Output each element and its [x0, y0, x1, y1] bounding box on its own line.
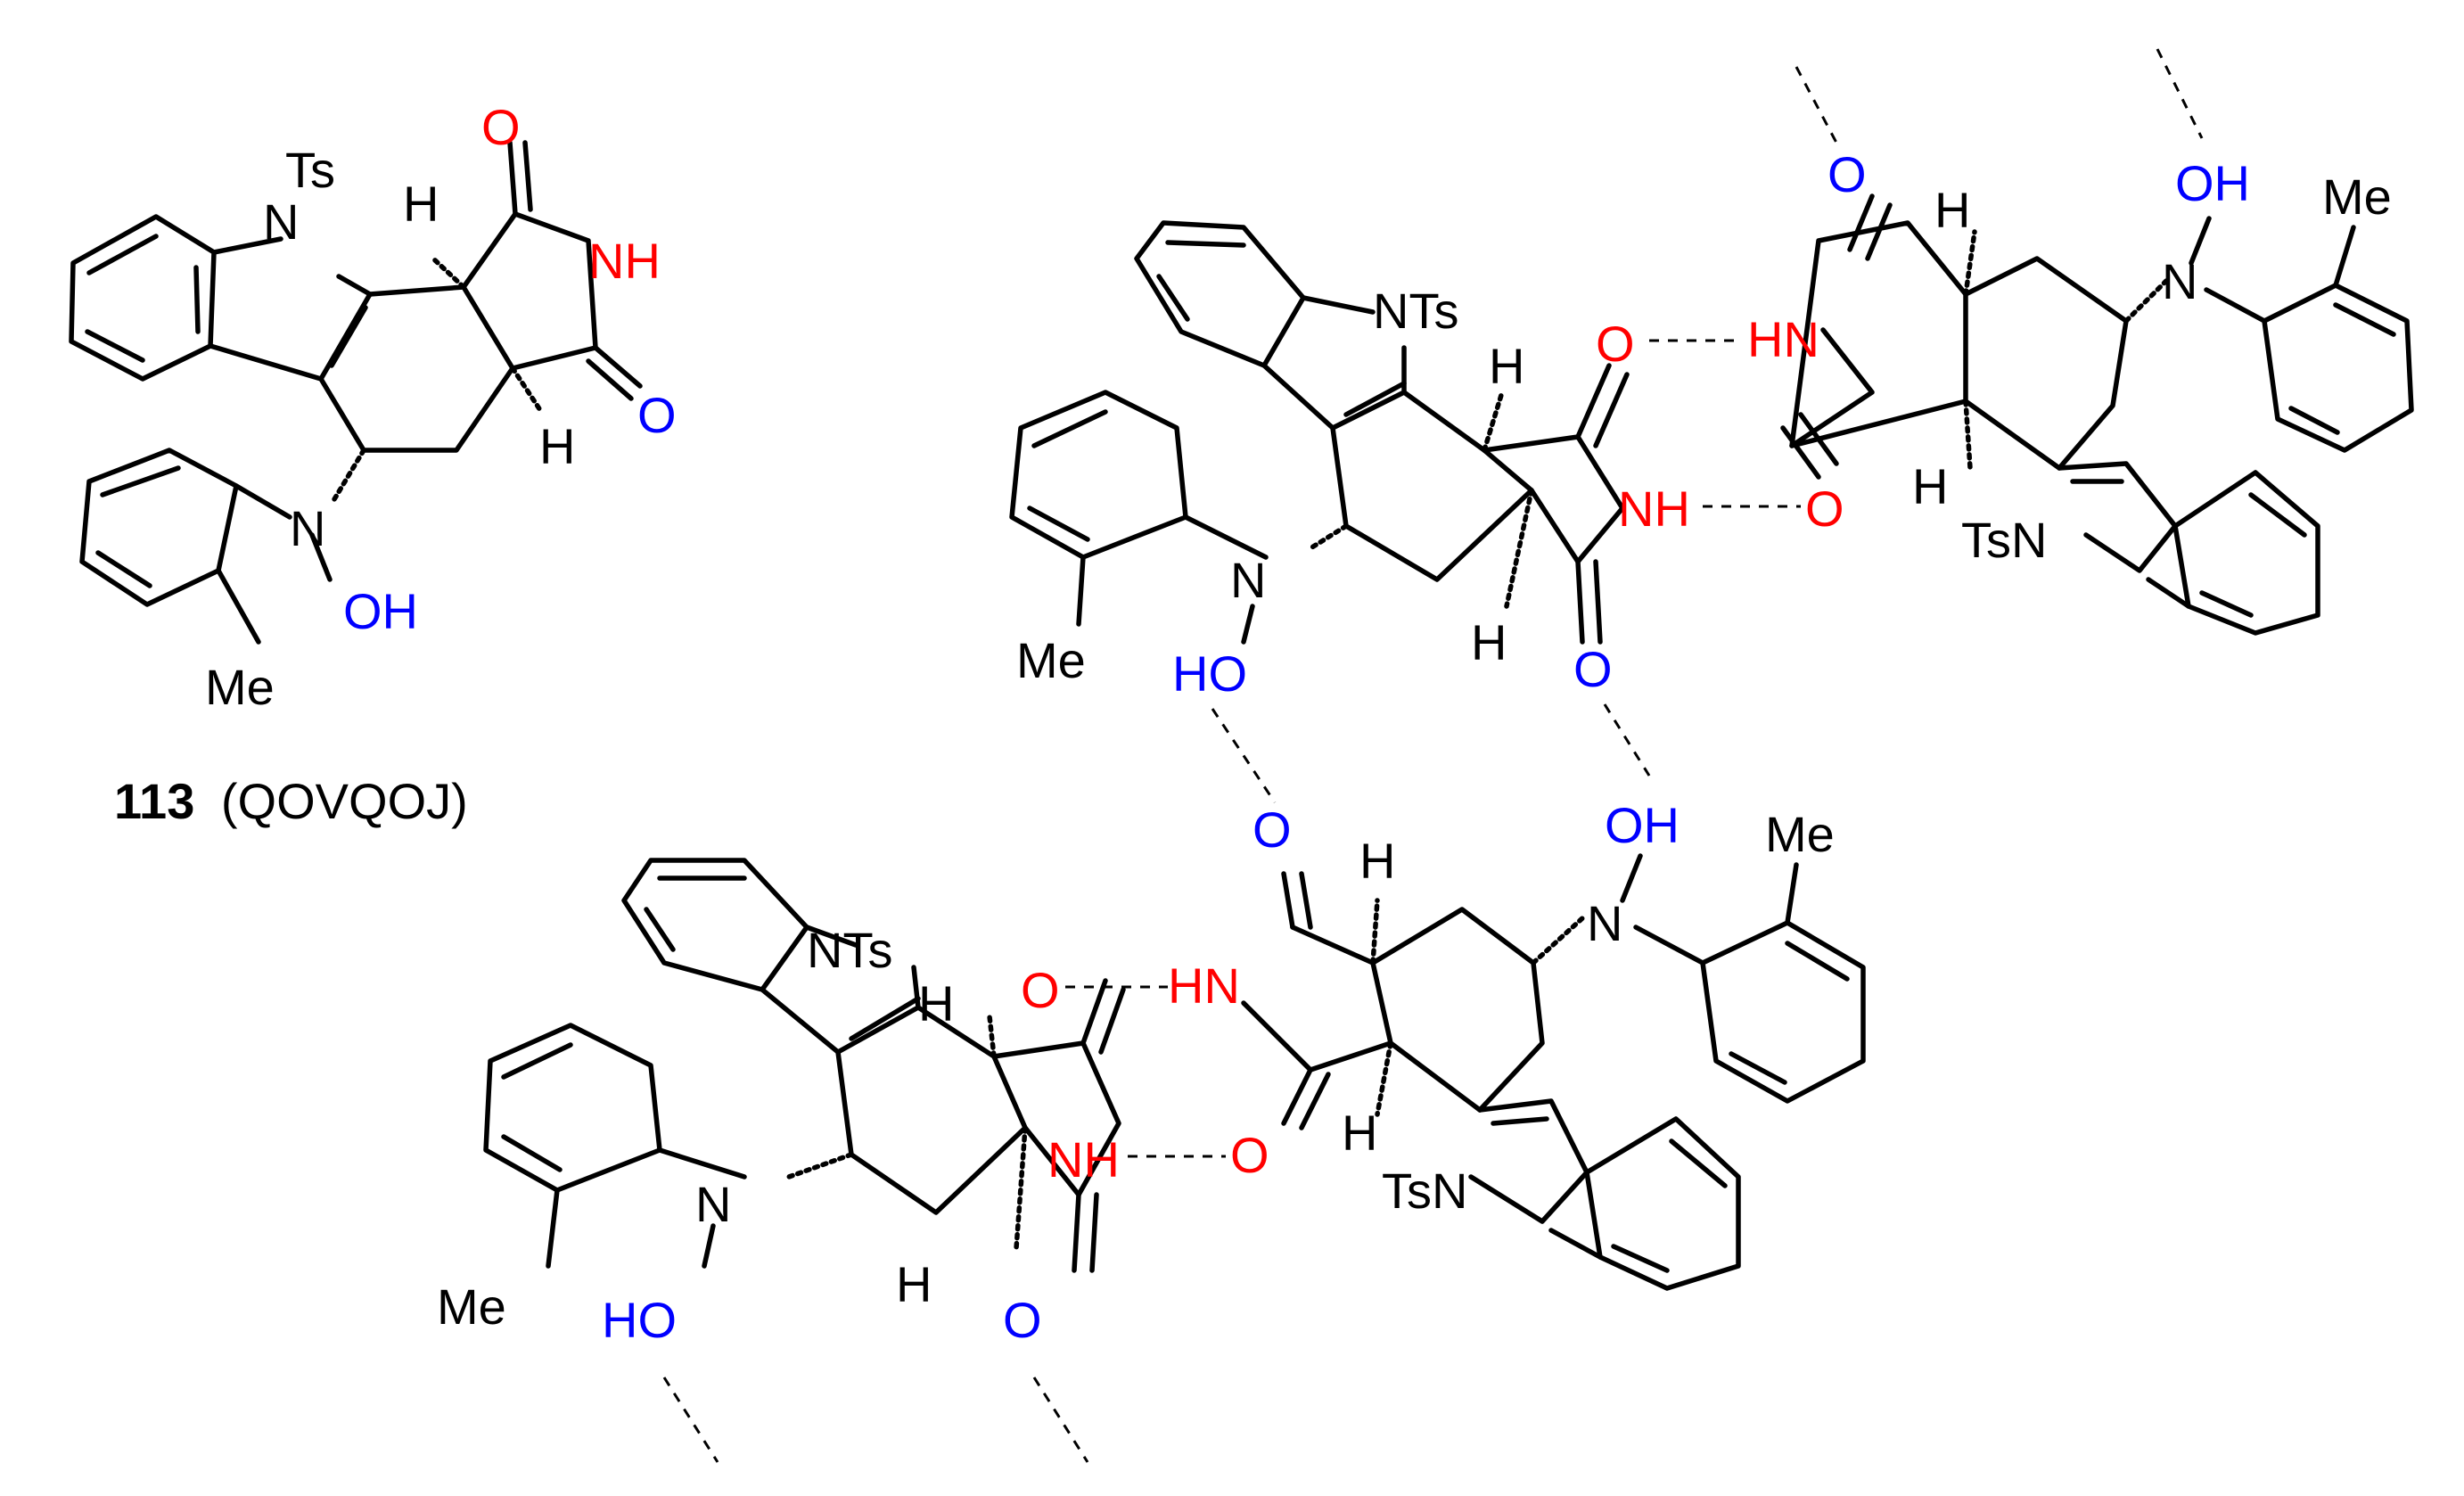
compound-number: 113 [114, 773, 194, 829]
molecule-dimer2-right [1241, 853, 1866, 1291]
label-d1l-o2: O [1573, 641, 1613, 697]
compound-code: (QOVQOJ) [221, 773, 468, 829]
molecule-113 [69, 140, 643, 645]
contact-top-o [1603, 703, 1651, 777]
label-113-o-top: O [481, 99, 521, 155]
label-d2l-h2: H [896, 1256, 932, 1312]
label-d1r-o1: O [1827, 146, 1867, 202]
label-113-ts: Ts [285, 142, 335, 198]
label-d1l-h1: H [1489, 338, 1524, 394]
label-d2l-h1: H [918, 975, 954, 1032]
molecule-dimer2-left [483, 858, 1126, 1273]
atom-labels: Ts N H O NH O H N OH Me NTs H O NH O H N… [205, 99, 2392, 1348]
label-d1r-h2: H [1912, 458, 1948, 514]
label-113-nh: NH [588, 233, 661, 289]
label-d2r-hn: HN [1168, 958, 1240, 1014]
label-d1r-h1: H [1934, 182, 1970, 238]
contact-top-right-oh [2156, 48, 2204, 139]
label-d1r-tsn: TsN [1961, 512, 2047, 568]
label-d2r-h1: H [1359, 833, 1395, 889]
hydrogen-bonds [662, 48, 2204, 1463]
label-d1r-hn: HN [1747, 311, 1819, 367]
label-d2r-n: N [1587, 895, 1622, 951]
label-d2r-tsn: TsN [1382, 1163, 1467, 1219]
label-d1r-o2: O [1805, 481, 1844, 537]
label-d1l-ho: HO [1172, 645, 1247, 702]
label-d2l-nh: NH [1047, 1131, 1120, 1188]
molecule-dimer1-right [1780, 193, 2414, 636]
label-113-h1: H [403, 176, 439, 232]
label-113-oh: OH [343, 583, 418, 639]
label-113-o-right: O [637, 387, 677, 443]
label-d1r-oh: OH [2175, 155, 2250, 211]
label-d2r-o1: O [1253, 801, 1292, 858]
label-d1l-h2: H [1471, 614, 1507, 670]
label-d2l-o2: O [1003, 1292, 1042, 1348]
label-d2r-h2: H [1342, 1105, 1377, 1161]
label-d1l-o1: O [1596, 316, 1635, 372]
label-d1l-n: N [1230, 552, 1266, 608]
label-d2l-n: N [695, 1176, 731, 1232]
label-113-me: Me [205, 659, 275, 715]
label-d1r-me: Me [2322, 169, 2392, 225]
molecule-dimer1-left [1009, 220, 1630, 645]
label-113-n: N [263, 193, 299, 250]
contact-bottom-ho [662, 1377, 719, 1463]
contact-bottom-o [1032, 1377, 1089, 1463]
label-d2l-ho: HO [602, 1292, 677, 1348]
label-d2r-oh: OH [1605, 797, 1680, 853]
label-d1l-me: Me [1016, 632, 1086, 688]
label-113-n2: N [290, 500, 325, 556]
label-d1r-n: N [2162, 253, 2197, 309]
label-d2l-o1: O [1021, 962, 1060, 1018]
label-113-h2: H [539, 418, 575, 474]
label-d2l-me: Me [437, 1278, 506, 1335]
label-d1l-nts: NTs [1373, 283, 1458, 339]
hbond-ho-o [1211, 708, 1277, 803]
label-d2r-me: Me [1765, 806, 1835, 862]
label-d2r-o2: O [1230, 1127, 1269, 1183]
label-d1l-nh: NH [1618, 481, 1690, 537]
compound-caption: 113 (QOVQOJ) [114, 773, 468, 829]
label-d2l-nts: NTs [807, 922, 892, 978]
contact-top-right-o [1795, 66, 1838, 144]
